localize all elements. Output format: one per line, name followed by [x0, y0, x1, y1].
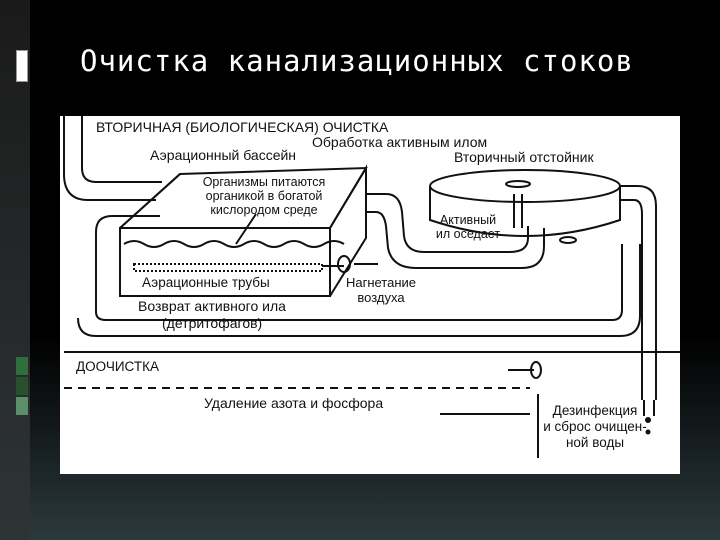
water-surface	[123, 240, 345, 248]
label-aeration-basin: Аэрационный бассейн	[150, 147, 297, 163]
wastewater-diagram: ВТОРИЧНАЯ (БИОЛОГИЧЕСКАЯ) ОЧИСТКА Обрабо…	[60, 116, 680, 474]
sludge-drip-2	[645, 429, 651, 435]
label-aeration-pipes: Аэрационные трубы	[142, 275, 270, 290]
accent-mark-top	[16, 50, 28, 82]
label-organisms-line-3: кислородом среде	[210, 203, 318, 217]
organisms-pointer	[235, 213, 257, 245]
label-secondary-treatment: ВТОРИЧНАЯ (БИОЛОГИЧЕСКАЯ) ОЧИСТКА	[96, 119, 389, 135]
outflow-pipe-inner	[620, 199, 643, 400]
label-secondary-clarifier: Вторичный отстойник	[454, 149, 594, 165]
label-activated-sludge: Обработка активным илом	[312, 134, 488, 150]
label-disinfection-3: ной воды	[565, 435, 625, 450]
accent-mark-green-3	[16, 397, 28, 415]
aeration-basin-left	[119, 173, 181, 229]
inlet-pipe-inner	[81, 116, 162, 183]
label-disinfection-2: и сброс очищен-	[543, 419, 647, 434]
accent-mark-green-2	[16, 377, 28, 395]
clarifier-drain	[559, 236, 577, 244]
left-accent-bar	[0, 0, 30, 540]
label-sludge-settles-2: ил оседает	[435, 227, 501, 241]
basin-to-clarifier-pipe-2	[366, 211, 545, 269]
inlet-pipe	[63, 116, 156, 201]
return-sludge-pipe-3	[95, 244, 623, 321]
clarifier-center-cap	[505, 180, 531, 188]
basin-to-clarifier-pipe	[366, 193, 529, 253]
clarifier-walls	[429, 186, 621, 237]
accent-mark-green-1	[16, 357, 28, 375]
aeration-tube	[133, 263, 323, 272]
sludge-drip	[645, 417, 651, 423]
label-sludge-settles-1: Активный	[439, 213, 497, 227]
label-sludge-return-1: Возврат активного ила	[138, 298, 286, 314]
clarifier-center-shaft	[513, 194, 523, 228]
return-sludge-pipe-2	[77, 244, 641, 337]
label-nitrogen-phosphorus: Удаление азота и фосфора	[204, 395, 384, 411]
label-organisms-line-1: Организмы питаются	[202, 175, 326, 189]
label-air-injection-1: Нагнетание	[345, 275, 417, 290]
aeration-basin-right	[329, 164, 367, 297]
label-sludge-return-2: (детритофагов)	[162, 315, 263, 331]
label-tertiary-treatment: ДООЧИСТКА	[76, 359, 159, 374]
outflow-drop	[643, 400, 655, 416]
diagram-drawing	[63, 116, 680, 458]
tertiary-inlet-pipe	[530, 361, 542, 379]
return-sludge-pipe	[95, 215, 160, 312]
label-air-injection-2: воздуха	[357, 290, 405, 305]
air-pipe-end	[337, 255, 351, 273]
label-disinfection-1: Дезинфекция	[552, 403, 638, 418]
outflow-pipe	[620, 185, 657, 400]
label-organisms-line-2: органикой в богатой	[205, 189, 323, 203]
slide-title: Очистка канализационных стоков	[80, 44, 634, 78]
